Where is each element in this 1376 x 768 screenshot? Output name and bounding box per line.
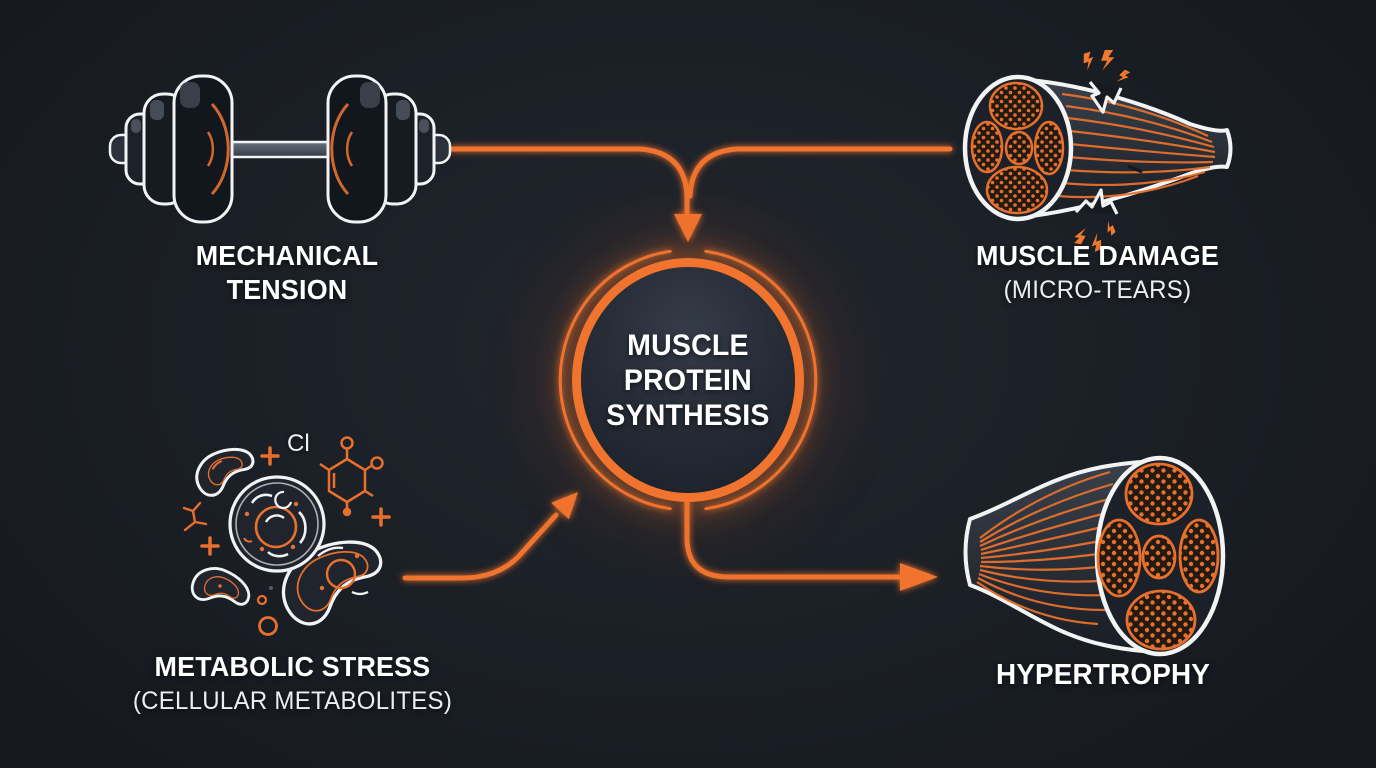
branched-molecule-icon: [182, 501, 208, 532]
arrowhead-to-hypertrophy: [900, 563, 938, 591]
metabolite-ring: [258, 616, 278, 636]
dumbbell-icon: [108, 74, 452, 224]
chlorine-symbol-label: Cl: [287, 430, 310, 457]
hypertrophy-title: HYPERTROPHY: [995, 659, 1211, 691]
label-muscle-damage: MUSCLE DAMAGE (MICRO-TEARS): [937, 239, 1259, 307]
plus-icons: [200, 446, 391, 556]
micro-tear-top: [1088, 80, 1123, 114]
cells-metabolites-icon: [182, 436, 391, 636]
metabolite-dot: [256, 594, 268, 606]
lightning-bolt-icon: [1074, 50, 1131, 252]
mps-title-line1: MUSCLE: [627, 328, 749, 362]
arrowhead-metabolic-to-mps: [551, 492, 578, 520]
mechanical-tension-line2: TENSION: [226, 274, 348, 305]
dumbbell-right-plates: [326, 74, 452, 224]
arrow-muscle-damage-to-mps: [687, 146, 953, 199]
mps-outer-ring-right-arc: [704, 249, 818, 511]
muscle-cross-section-icon: [963, 455, 1226, 657]
bean-cell-small: [190, 567, 251, 606]
label-mechanical-tension: MECHANICAL TENSION: [129, 239, 446, 307]
muscle-fascicles: [1096, 462, 1220, 651]
mps-title-line2: PROTEIN: [623, 363, 753, 397]
molecule-icon: [319, 436, 384, 517]
edges-group: [402, 146, 953, 591]
mps-outer-ring-left-arc: [558, 249, 672, 511]
arrowhead-into-mps: [674, 214, 702, 242]
muscle-fascicles: [970, 81, 1065, 215]
mps-center-node: MUSCLE PROTEIN SYNTHESIS: [572, 258, 804, 502]
metabolic-stress-title: METABOLIC STRESS: [154, 651, 431, 682]
muscle-striations: [1057, 92, 1216, 199]
muscle-damage-title: MUSCLE DAMAGE: [976, 240, 1219, 271]
round-cell: [228, 475, 326, 573]
label-hypertrophy: HYPERTROPHY: [945, 658, 1262, 692]
label-metabolic-stress: METABOLIC STRESS (CELLULAR METABOLITES): [122, 650, 463, 718]
metabolic-stress-subtitle: (CELLULAR METABOLITES): [132, 687, 453, 715]
arrow-mechanical-tension-to-mps: [449, 146, 690, 216]
arrow-mps-to-hypertrophy: [684, 499, 903, 580]
mechanical-tension-line1: MECHANICAL: [195, 240, 379, 271]
muscle-damage-subtitle: (MICRO-TEARS): [1003, 276, 1192, 304]
torn-muscle-cross-section-icon: [962, 50, 1233, 252]
mps-title-line3: SYNTHESIS: [606, 398, 770, 432]
bean-cell: [195, 447, 255, 497]
micro-tear-bottom: [1074, 188, 1119, 215]
arrow-metabolic-stress-to-mps: [402, 512, 559, 581]
mps-title: MUSCLE PROTEIN SYNTHESIS: [606, 328, 769, 433]
dumbbell-left-plates: [108, 74, 234, 224]
